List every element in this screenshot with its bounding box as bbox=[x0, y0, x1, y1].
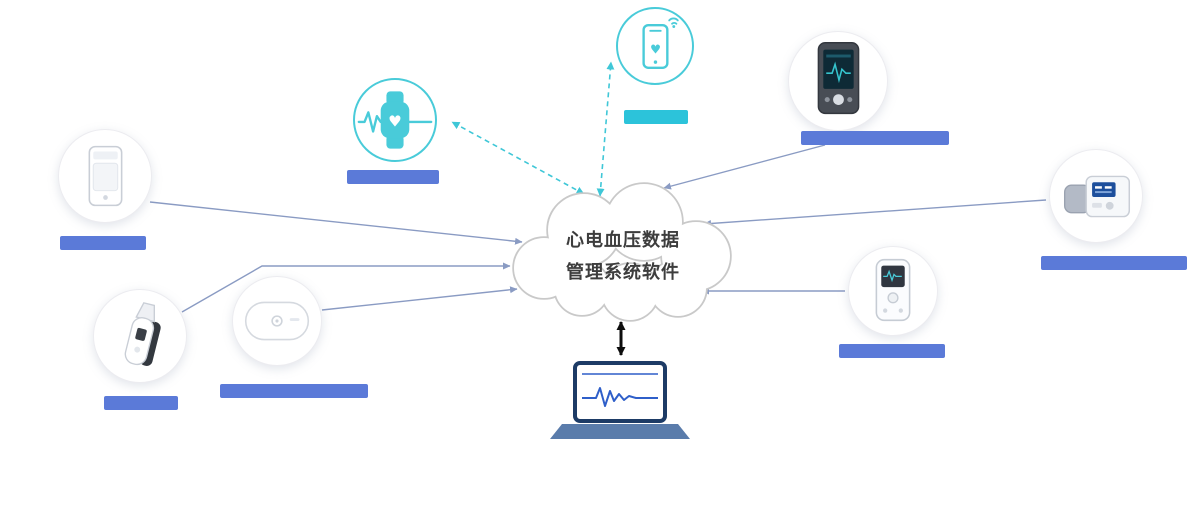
svg-text:♥: ♥ bbox=[388, 113, 402, 131]
arrow-bp-monitor-to-cloud bbox=[703, 199, 1047, 228]
arrow-wall-device-to-cloud bbox=[149, 201, 523, 245]
bp-monitor-icon bbox=[1049, 149, 1143, 243]
patch-recorder-icon bbox=[232, 276, 322, 366]
wall-device-icon bbox=[58, 129, 152, 223]
cloud-title-line1: 心电血压数据 bbox=[566, 230, 680, 250]
cloud-title-line2: 管理系统软件 bbox=[566, 262, 680, 282]
wall-device-label bbox=[60, 236, 146, 250]
laptop-ecg-icon bbox=[550, 360, 690, 442]
holter-recorder-icon bbox=[848, 246, 938, 336]
arrow-ear-thermometer-to-cloud bbox=[181, 262, 511, 313]
holter-recorder-label bbox=[839, 344, 945, 358]
ear-thermometer-icon bbox=[93, 289, 187, 383]
smartphone-label bbox=[624, 110, 688, 124]
ear-thermometer-label bbox=[104, 396, 178, 410]
ecg-monitor-label bbox=[801, 131, 949, 145]
cloud-title: 心电血压数据 管理系统软件 bbox=[510, 176, 736, 326]
smartwatch-label bbox=[347, 170, 439, 184]
bp-monitor-label bbox=[1041, 256, 1187, 270]
svg-text:♥: ♥ bbox=[650, 43, 661, 57]
patch-recorder-label bbox=[220, 384, 368, 398]
ecg-monitor-icon bbox=[788, 31, 888, 131]
arrow-patch-recorder-to-cloud bbox=[321, 286, 518, 311]
smartwatch-icon: ♥ bbox=[353, 78, 437, 162]
smartphone-icon: ♥ bbox=[616, 7, 694, 85]
